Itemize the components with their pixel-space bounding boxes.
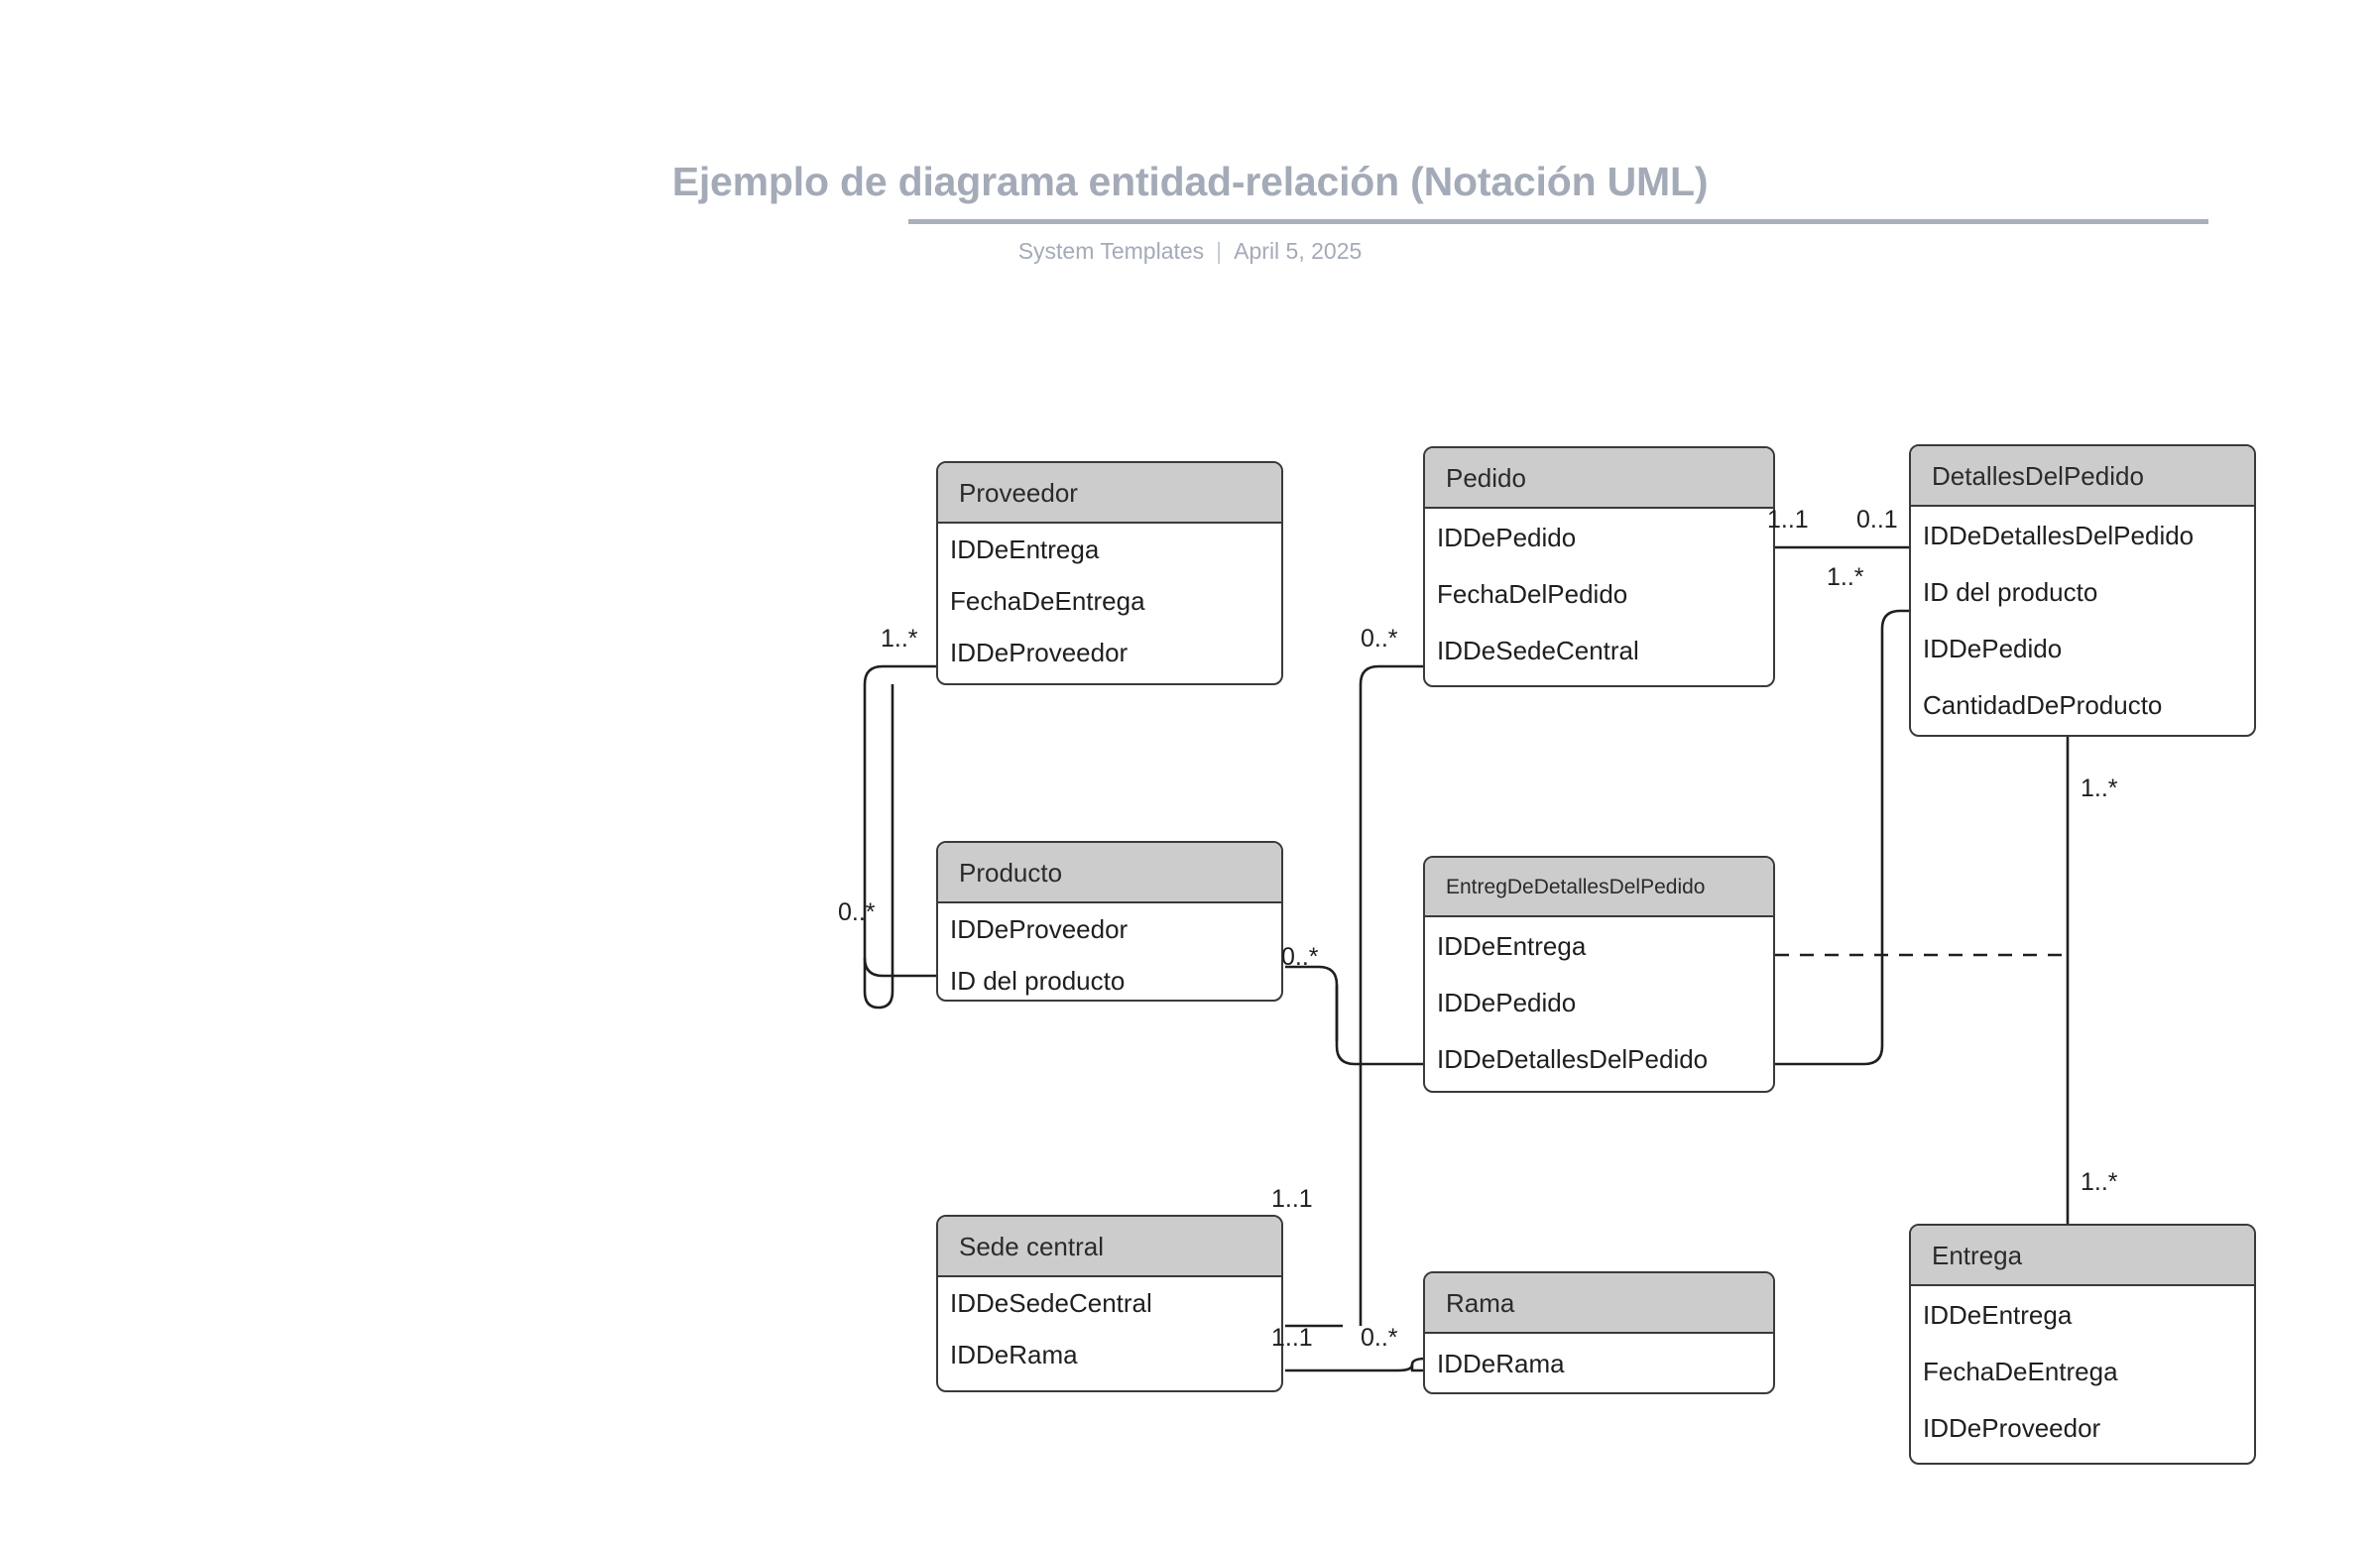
entity-proveedor-title: Proveedor (938, 463, 1281, 524)
attribute-row: IDDeRama (950, 1340, 1078, 1369)
subtitle-source: System Templates (1017, 238, 1205, 264)
entity-detalles-del-pedido[interactable]: DetallesDelPedido IDDeDetallesDelPedido … (1909, 444, 2256, 737)
attribute-row: IDDeEntrega (950, 535, 1100, 564)
entity-detalles-del-pedido-title: DetallesDelPedido (1911, 446, 2254, 507)
page-header: Ejemplo de diagrama entidad-relación (No… (0, 0, 2380, 297)
entity-entrega-attributes: IDDeEntrega FechaDeEntrega IDDeProveedor (1911, 1286, 2254, 1456)
entity-proveedor[interactable]: Proveedor IDDeEntrega FechaDeEntrega IDD… (936, 461, 1283, 685)
entity-rama[interactable]: Rama IDDeRama (1423, 1271, 1775, 1394)
attribute-row: IDDeDetallesDelPedido (1923, 520, 2195, 550)
attribute-row: IDDeProveedor (950, 914, 1129, 944)
multiplicity-label: 1..* (2081, 1168, 2118, 1196)
attribute-row: CantidadDeProducto (1923, 689, 2163, 720)
multiplicity-label: 0..* (838, 898, 876, 926)
entity-entreg-de-detalles-del-pedido[interactable]: EntregDeDetallesDelPedido IDDeEntrega ID… (1423, 856, 1775, 1093)
attribute-row: IDDePedido (1437, 987, 1577, 1017)
attribute-row: IDDePedido (1437, 522, 1577, 552)
multiplicity-label: 1..* (881, 625, 918, 653)
multiplicity-label: 1..* (1827, 563, 1864, 591)
entity-pedido[interactable]: Pedido IDDePedido FechaDelPedido IDDeSed… (1423, 446, 1775, 687)
attribute-row: IDDeProveedor (950, 638, 1129, 667)
attribute-row: FechaDeEntrega (1923, 1356, 2118, 1386)
subtitle-separator: | (1216, 238, 1223, 264)
entity-proveedor-attributes: IDDeEntrega FechaDeEntrega IDDeProveedor (938, 524, 1281, 678)
entity-rama-attributes: IDDeRama (1425, 1334, 1773, 1392)
entity-entreg-de-detalles-del-pedido-attributes: IDDeEntrega IDDePedido IDDeDetallesDelPe… (1425, 917, 1773, 1087)
entity-rama-title: Rama (1425, 1273, 1773, 1334)
entity-pedido-attributes: IDDePedido FechaDelPedido IDDeSedeCentra… (1425, 509, 1773, 678)
entity-detalles-del-pedido-attributes: IDDeDetallesDelPedido ID del producto ID… (1911, 507, 2254, 733)
attribute-row: IDDeSedeCentral (950, 1288, 1152, 1318)
attribute-row: IDDeEntrega (1923, 1299, 2073, 1330)
multiplicity-label: 1..1 (1767, 506, 1809, 534)
entity-producto-title: Producto (938, 843, 1281, 903)
multiplicity-label: 1..1 (1271, 1185, 1313, 1213)
entity-entrega-title: Entrega (1911, 1226, 2254, 1286)
attribute-row: IDDeRama (1437, 1348, 1565, 1378)
attribute-row: FechaDelPedido (1437, 578, 1628, 609)
page-title: Ejemplo de diagrama entidad-relación (No… (671, 159, 1709, 204)
entity-producto-attributes: IDDeProveedor ID del producto (938, 903, 1281, 1000)
subtitle-date: April 5, 2025 (1234, 238, 1363, 264)
multiplicity-label: 1..* (2081, 774, 2118, 802)
entity-producto[interactable]: Producto IDDeProveedor ID del producto (936, 841, 1283, 1002)
entity-entrega[interactable]: Entrega IDDeEntrega FechaDeEntrega IDDeP… (1909, 1224, 2256, 1465)
entity-entreg-de-detalles-del-pedido-title: EntregDeDetallesDelPedido (1425, 858, 1773, 917)
multiplicity-label: 1..1 (1271, 1324, 1313, 1352)
multiplicity-label: 0..* (1281, 943, 1319, 971)
attribute-row: ID del producto (950, 966, 1126, 996)
attribute-row: IDDeEntrega (1437, 930, 1587, 961)
attribute-row: FechaDeEntrega (950, 586, 1145, 616)
entity-sede-central-attributes: IDDeSedeCentral IDDeRama (938, 1277, 1281, 1380)
title-divider (908, 219, 2208, 224)
attribute-row: IDDePedido (1923, 633, 2063, 663)
multiplicity-label: 0..* (1361, 625, 1398, 653)
entity-sede-central-title: Sede central (938, 1217, 1281, 1277)
attribute-row: ID del producto (1923, 576, 2098, 607)
page-subtitle: System Templates | April 5, 2025 (0, 238, 2380, 265)
attribute-row: IDDeSedeCentral (1437, 635, 1639, 665)
multiplicity-label: 0..1 (1856, 506, 1898, 534)
attribute-row: IDDeProveedor (1923, 1412, 2101, 1443)
multiplicity-label: 0..* (1361, 1324, 1398, 1352)
attribute-row: IDDeDetallesDelPedido (1437, 1043, 1709, 1074)
entity-pedido-title: Pedido (1425, 448, 1773, 509)
entity-sede-central[interactable]: Sede central IDDeSedeCentral IDDeRama (936, 1215, 1283, 1392)
